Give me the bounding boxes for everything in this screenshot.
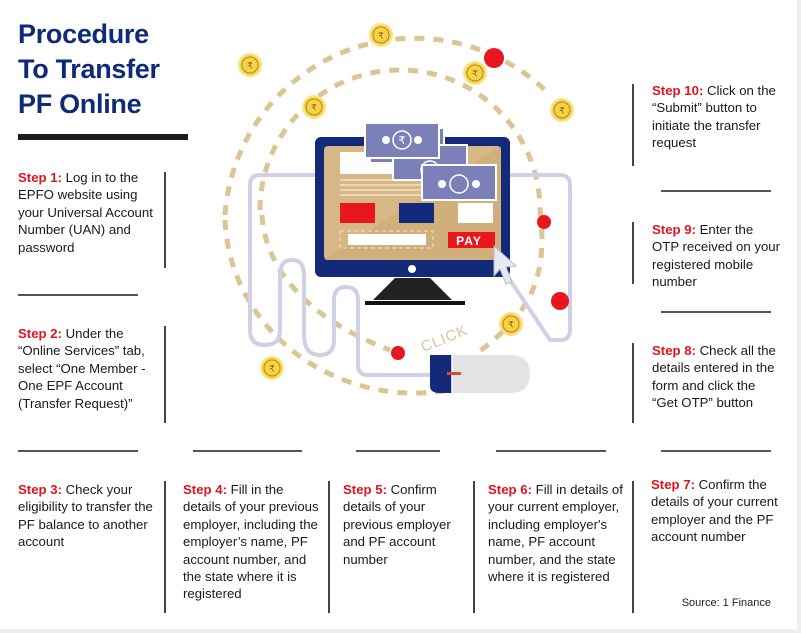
divider-horizontal <box>356 450 440 452</box>
red-dot <box>551 292 569 310</box>
step-4: Step 4: Fill in the details of your prev… <box>183 481 323 603</box>
divider-vertical <box>632 222 634 284</box>
page-title: Procedure To Transfer PF Online <box>18 17 160 122</box>
step-text: Check all the details entered in the for… <box>652 343 776 411</box>
step-label: Step 5: <box>343 482 387 497</box>
coin-icon: ₹ <box>499 312 523 336</box>
step-label: Step 7: <box>651 477 695 492</box>
svg-text:₹: ₹ <box>269 364 275 374</box>
svg-text:₹: ₹ <box>399 135 406 147</box>
divider-horizontal <box>193 450 302 452</box>
step-text: Fill in the details of your previous emp… <box>183 482 319 602</box>
step-7: Step 7: Confirm the details of your curr… <box>651 476 781 546</box>
click-label: CLICK <box>418 322 470 356</box>
source-credit: Source: 1 Finance <box>681 597 771 609</box>
title-underline <box>18 134 188 140</box>
cursor-arrow-icon <box>493 244 518 285</box>
title-line-3: PF Online <box>18 89 142 119</box>
divider-vertical <box>473 481 475 613</box>
step-2: Step 2: Under the “Online Services” tab,… <box>18 325 158 412</box>
coin-icon: ₹ <box>550 98 574 122</box>
divider-horizontal <box>661 311 771 313</box>
coin-icon: ₹ <box>302 95 326 119</box>
step-label: Step 4: <box>183 482 227 497</box>
dashed-orbit-inner <box>257 67 543 211</box>
step-label: Step 10: <box>652 83 704 98</box>
step-label: Step 9: <box>652 222 696 237</box>
red-dot <box>484 48 504 68</box>
step-6: Step 6: Fill in details of your current … <box>488 481 623 585</box>
step-label: Step 8: <box>652 343 696 358</box>
step-label: Step 1: <box>18 170 62 185</box>
divider-horizontal <box>18 450 138 452</box>
dashed-orbit-outer-bottom <box>222 219 451 396</box>
step-label: Step 6: <box>488 482 532 497</box>
step-8: Step 8: Check all the details entered in… <box>652 342 782 412</box>
step-text: Click on the “Submit” button to initiate… <box>652 83 776 151</box>
illustration: ₹ ₹ ₹ ₹ ₹ ₹ ₹ <box>222 23 574 396</box>
title-line-1: Procedure <box>18 19 149 49</box>
coin-icon: ₹ <box>463 61 487 85</box>
divider-vertical <box>164 172 166 268</box>
coin-icon: ₹ <box>369 23 393 47</box>
svg-text:₹: ₹ <box>508 320 514 330</box>
step-3: Step 3: Check your eligibility to transf… <box>18 481 160 551</box>
dashed-orbit-inner-right <box>473 209 545 357</box>
divider-vertical <box>632 84 634 166</box>
divider-horizontal <box>496 450 606 452</box>
divider-horizontal <box>661 190 771 192</box>
svg-text:₹: ₹ <box>559 106 565 116</box>
step-text: Check your eligibility to transfer the P… <box>18 482 153 550</box>
step-text: Confirm the details of your current empl… <box>651 477 778 545</box>
divider-vertical <box>632 343 634 423</box>
divider-vertical <box>632 481 634 613</box>
svg-text:₹: ₹ <box>247 61 253 71</box>
step-9: Step 9: Enter the OTP received on your r… <box>652 221 782 291</box>
step-text: Enter the OTP received on your registere… <box>652 222 781 290</box>
mouse-cable <box>248 173 435 377</box>
coin-icon: ₹ <box>238 53 262 77</box>
step-10: Step 10: Click on the “Submit” button to… <box>652 82 782 152</box>
svg-text:PAY: PAY <box>456 234 482 248</box>
divider-horizontal <box>18 294 138 296</box>
svg-text:₹: ₹ <box>378 31 384 41</box>
step-label: Step 2: <box>18 326 62 341</box>
step-text: Log in to the EPFO website using your Un… <box>18 170 153 255</box>
divider-vertical <box>164 326 166 423</box>
step-text: Under the “Online Services” tab, select … <box>18 326 146 411</box>
step-label: Step 3: <box>18 482 62 497</box>
monitor-cable-right <box>505 173 572 342</box>
title-line-2: To Transfer <box>18 54 160 84</box>
divider-vertical <box>328 481 330 613</box>
banknote-icon <box>421 164 497 201</box>
divider-vertical <box>164 481 166 613</box>
step-text: Fill in details of your current employer… <box>488 482 623 585</box>
svg-text:₹: ₹ <box>472 69 478 79</box>
banknote-icon: ₹ <box>364 122 440 159</box>
divider-horizontal <box>661 450 771 452</box>
red-dot <box>537 215 551 229</box>
step-1: Step 1: Log in to the EPFO website using… <box>18 169 158 256</box>
coin-icon: ₹ <box>260 356 284 380</box>
svg-text:₹: ₹ <box>311 103 317 113</box>
step-5: Step 5: Confirm details of your previous… <box>343 481 463 568</box>
red-dot <box>391 346 405 360</box>
mouse-icon <box>430 355 530 393</box>
step-text: Confirm details of your previous employe… <box>343 482 451 567</box>
dashed-orbit-inner-left <box>259 214 391 353</box>
